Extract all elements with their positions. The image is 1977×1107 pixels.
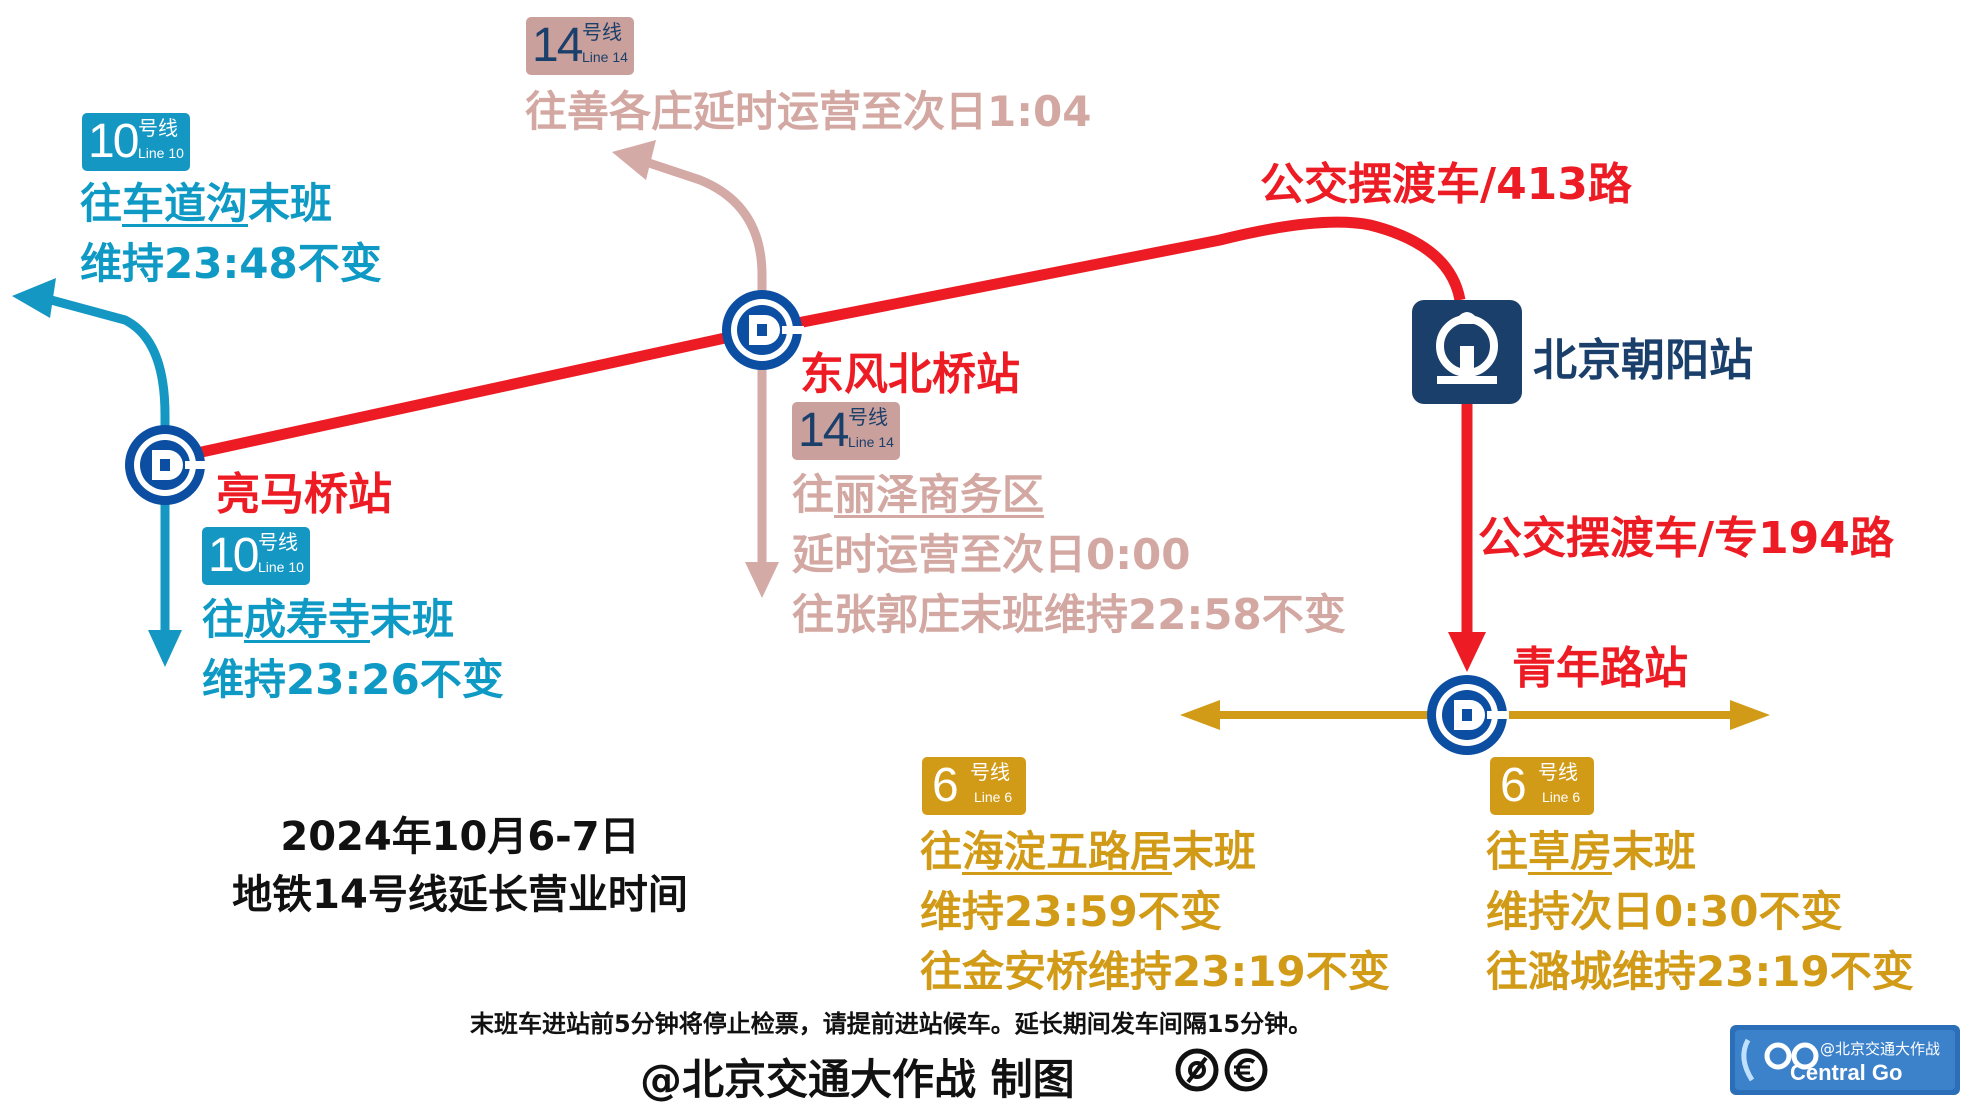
line6-east-dest-row: 往草房末班	[1486, 822, 1914, 882]
license-icons	[1175, 1048, 1268, 1092]
line10-south-time: 维持23:26不变	[202, 655, 504, 704]
destination: 丽泽商务区	[834, 470, 1045, 519]
line6-east-time: 维持次日0:30不变	[1486, 887, 1843, 936]
badge-line-en: Line 14	[848, 434, 894, 450]
line10-badge-south: 10 号线 Line 10	[202, 527, 310, 585]
destination: 成寿寺	[244, 595, 371, 644]
destination: 草房	[1528, 827, 1613, 876]
logo-brand: Central Go	[1790, 1060, 1903, 1085]
line14-north-info: 往善各庄延时运营至次日1:04	[525, 87, 1092, 136]
badge-line-en: Line 10	[258, 559, 304, 575]
prefix: 往	[792, 470, 835, 519]
line6-east-arrowhead	[1730, 700, 1770, 730]
headline-title: 地铁14号线延长营业时间	[232, 872, 688, 918]
line14-south-zhangguozhuang: 往张郭庄末班维持22:58不变	[792, 590, 1346, 639]
destination: 车道沟	[122, 179, 249, 228]
station-qingnianlu: 青年路站	[1512, 643, 1688, 694]
line14-badge-south: 14 号线 Line 14	[792, 402, 900, 460]
line14-badge-north: 14 号线 Line 14	[526, 17, 634, 75]
prefix: 往	[1486, 827, 1529, 876]
line10-south-dest-row: 往成寿寺末班	[202, 590, 504, 650]
footer-notice: 末班车进站前5分钟将停止检票，请提前进站候车。延长期间发车间隔15分钟。	[470, 1010, 1313, 1038]
railway-station-icon	[1412, 300, 1522, 404]
badge-hao-xian: 号线	[970, 760, 1010, 784]
line6-west-dest-row: 往海淀五路居末班	[920, 822, 1390, 882]
line6-west-info: 往海淀五路居末班 维持23:59不变 往金安桥维持23:19不变	[920, 822, 1390, 1002]
line6-west-jinanqiao: 往金安桥维持23:19不变	[920, 947, 1390, 996]
line10-north-time: 维持23:48不变	[80, 239, 382, 288]
badge-hao-xian: 号线	[1538, 760, 1578, 784]
logo-handle: @北京交通大作战	[1820, 1040, 1941, 1058]
line10-badge-north: 10 号线 Line 10	[82, 113, 190, 171]
line6-west-arrowhead	[1180, 700, 1220, 730]
metro-icon-qingnianlu	[1427, 675, 1509, 755]
badge-line-en: Line 6	[1542, 789, 1581, 805]
line14-south-extension: 延时运营至次日0:00	[792, 530, 1191, 579]
line14-north-arrowhead	[612, 140, 656, 180]
line10-north-track	[38, 292, 170, 460]
line14-south-info: 往丽泽商务区 延时运营至次日0:00 往张郭庄末班维持22:58不变	[792, 465, 1346, 645]
line10-south-info: 往成寿寺末班 维持23:26不变	[202, 590, 504, 710]
station-dongfengbeiqiao: 东风北桥站	[800, 349, 1020, 400]
prefix: 往	[80, 179, 123, 228]
headline: 2024年10月6-7日 地铁14号线延长营业时间	[150, 808, 770, 924]
headline-date: 2024年10月6-7日	[280, 814, 640, 860]
shuttle-label-194: 公交摆渡车/专194路	[1478, 513, 1894, 564]
metro-icon-liangmaqiao	[125, 425, 207, 505]
line10-south-arrowhead	[148, 630, 182, 667]
badge-hao-xian: 号线	[582, 20, 622, 44]
line6-east-lucheng: 往潞城维持23:19不变	[1486, 947, 1914, 996]
shuttle-liangma-dongfeng	[163, 324, 764, 466]
prefix: 往	[202, 595, 245, 644]
station-liangmaqiao: 亮马桥站	[216, 469, 392, 520]
badge-number: 6	[932, 759, 959, 812]
line6-east-info: 往草房末班 维持次日0:30不变 往潞城维持23:19不变	[1486, 822, 1914, 1002]
station-beijing-chaoyang: 北京朝阳站	[1533, 335, 1753, 386]
badge-number: 10	[208, 529, 259, 582]
line10-north-dest-row: 往车道沟末班	[80, 174, 382, 234]
shuttle-label-413: 公交摆渡车/413路	[1260, 159, 1632, 210]
line6-badge-west: 6 号线 Line 6	[922, 757, 1026, 815]
badge-line-en: Line 10	[138, 145, 184, 161]
suffix: 末班	[1612, 827, 1697, 876]
suffix: 末班	[248, 179, 333, 228]
shuttle-route-194-arrowhead	[1448, 632, 1486, 672]
badge-hao-xian: 号线	[848, 405, 888, 429]
metro-icon-dongfengbeiqiao	[722, 290, 804, 370]
destination: 海淀五路居	[962, 827, 1173, 876]
line6-west-time: 维持23:59不变	[920, 887, 1222, 936]
line14-south-arrowhead	[745, 562, 779, 598]
line6-badge-east: 6 号线 Line 6	[1490, 757, 1594, 815]
badge-number: 10	[88, 115, 139, 168]
line14-south-dest-row: 往丽泽商务区	[792, 465, 1346, 525]
badge-number: 6	[1500, 759, 1527, 812]
shuttle-route-413	[760, 216, 1466, 336]
badge-line-en: Line 14	[582, 49, 628, 65]
suffix: 末班	[1172, 827, 1257, 876]
line14-north-track	[638, 155, 767, 310]
suffix: 末班	[370, 595, 455, 644]
line10-north-info: 往车道沟末班 维持23:48不变	[80, 174, 382, 294]
prefix: 往	[920, 827, 963, 876]
badge-number: 14	[532, 19, 583, 72]
badge-hao-xian: 号线	[258, 530, 298, 554]
footer-credit: @北京交通大作战 制图	[640, 1055, 1075, 1104]
badge-hao-xian: 号线	[138, 116, 178, 140]
central-go-logo	[1730, 1025, 1960, 1095]
line10-north-arrowhead	[12, 278, 56, 318]
badge-number: 14	[798, 404, 849, 457]
badge-line-en: Line 6	[974, 789, 1013, 805]
